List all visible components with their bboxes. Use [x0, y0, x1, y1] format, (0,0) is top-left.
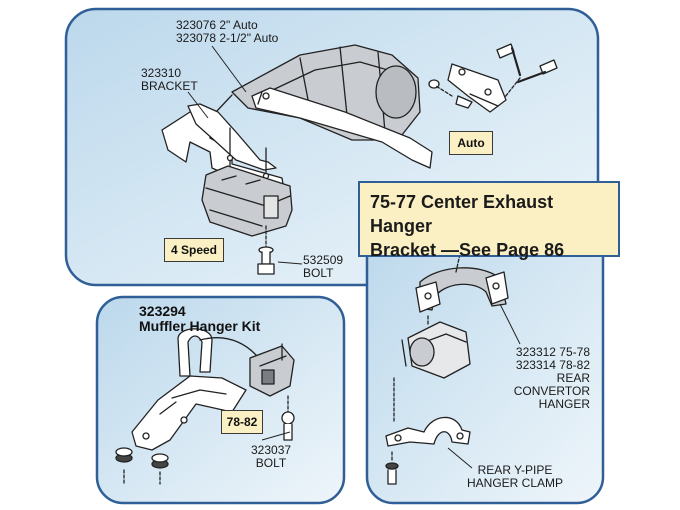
year-78-82-tag: 78-82 — [221, 410, 263, 434]
callout-line-1: 75-77 Center Exhaust Hanger — [370, 192, 554, 236]
muffler-kit-title: 323294 Muffler Hanger Kit — [139, 303, 261, 334]
converter-hanger-strap — [251, 87, 433, 169]
callout-line-2: Bracket —See Page 86 — [370, 240, 565, 260]
four-speed-tag: 4 Speed — [164, 238, 224, 262]
bolt-532509-illustration — [257, 225, 275, 275]
center-exhaust-hanger-callout: 75-77 Center Exhaust Hanger Bracket —See… — [358, 181, 620, 260]
bolt-323037-label: 323037 BOLT — [251, 443, 292, 470]
bracket-323310-illustration — [161, 103, 285, 191]
rear-y-pipe-clamp-label: REAR Y-PIPE HANGER CLAMP — [466, 463, 564, 490]
rear-y-pipe-clamp-illustration — [385, 416, 471, 485]
transmission-mount-illustration — [201, 165, 293, 237]
auto-tag: Auto — [449, 131, 493, 155]
rear-convertor-hanger-illustration — [377, 249, 509, 423]
rear-convertor-hanger-label: 323312 75-78 323314 78-82 REAR CONVERTOR… — [513, 345, 590, 411]
bolt-532509-label: 532509 BOLT — [303, 253, 344, 280]
auto-bracket-hardware — [428, 43, 558, 113]
bracket-323310-label: 323310 BRACKET — [141, 66, 198, 93]
converter-part-numbers: 323076 2" Auto 323078 2-1/2" Auto — [176, 18, 279, 45]
leader-lines — [187, 45, 521, 469]
muffler-hanger-illustration — [115, 328, 295, 485]
